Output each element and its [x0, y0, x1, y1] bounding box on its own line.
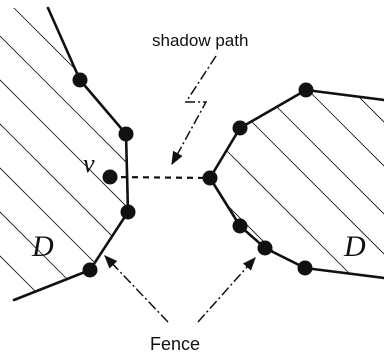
- vertex-left-3: [120, 204, 136, 220]
- vertex-v-dot: [102, 169, 118, 185]
- vertex-left-2: [118, 126, 134, 142]
- region-left-label: D: [31, 230, 54, 263]
- shadow-path-arrow: [171, 55, 217, 166]
- fence-arrow-right: [197, 256, 256, 323]
- left-region-hatching: [0, 8, 128, 300]
- vertex-right-5: [257, 240, 273, 256]
- fence-vertices: [72, 72, 314, 278]
- shadow-path-label: shadow path: [152, 31, 248, 50]
- vertex-right-6: [297, 260, 313, 276]
- region-right-label: D: [343, 230, 366, 263]
- vertex-right-2: [232, 120, 248, 136]
- vertex-right-4: [232, 218, 248, 234]
- vertex-right-3: [202, 170, 218, 186]
- fence-arrow-left: [104, 255, 169, 323]
- vertex-left-4: [82, 262, 98, 278]
- left-fence-chain: [12, 6, 130, 302]
- vertex-left-1: [72, 72, 88, 88]
- fence-label: Fence: [150, 334, 200, 354]
- vertex-v-label: v: [83, 149, 95, 178]
- shadow-path-line: [109, 175, 211, 180]
- vertex-right-1: [298, 82, 314, 98]
